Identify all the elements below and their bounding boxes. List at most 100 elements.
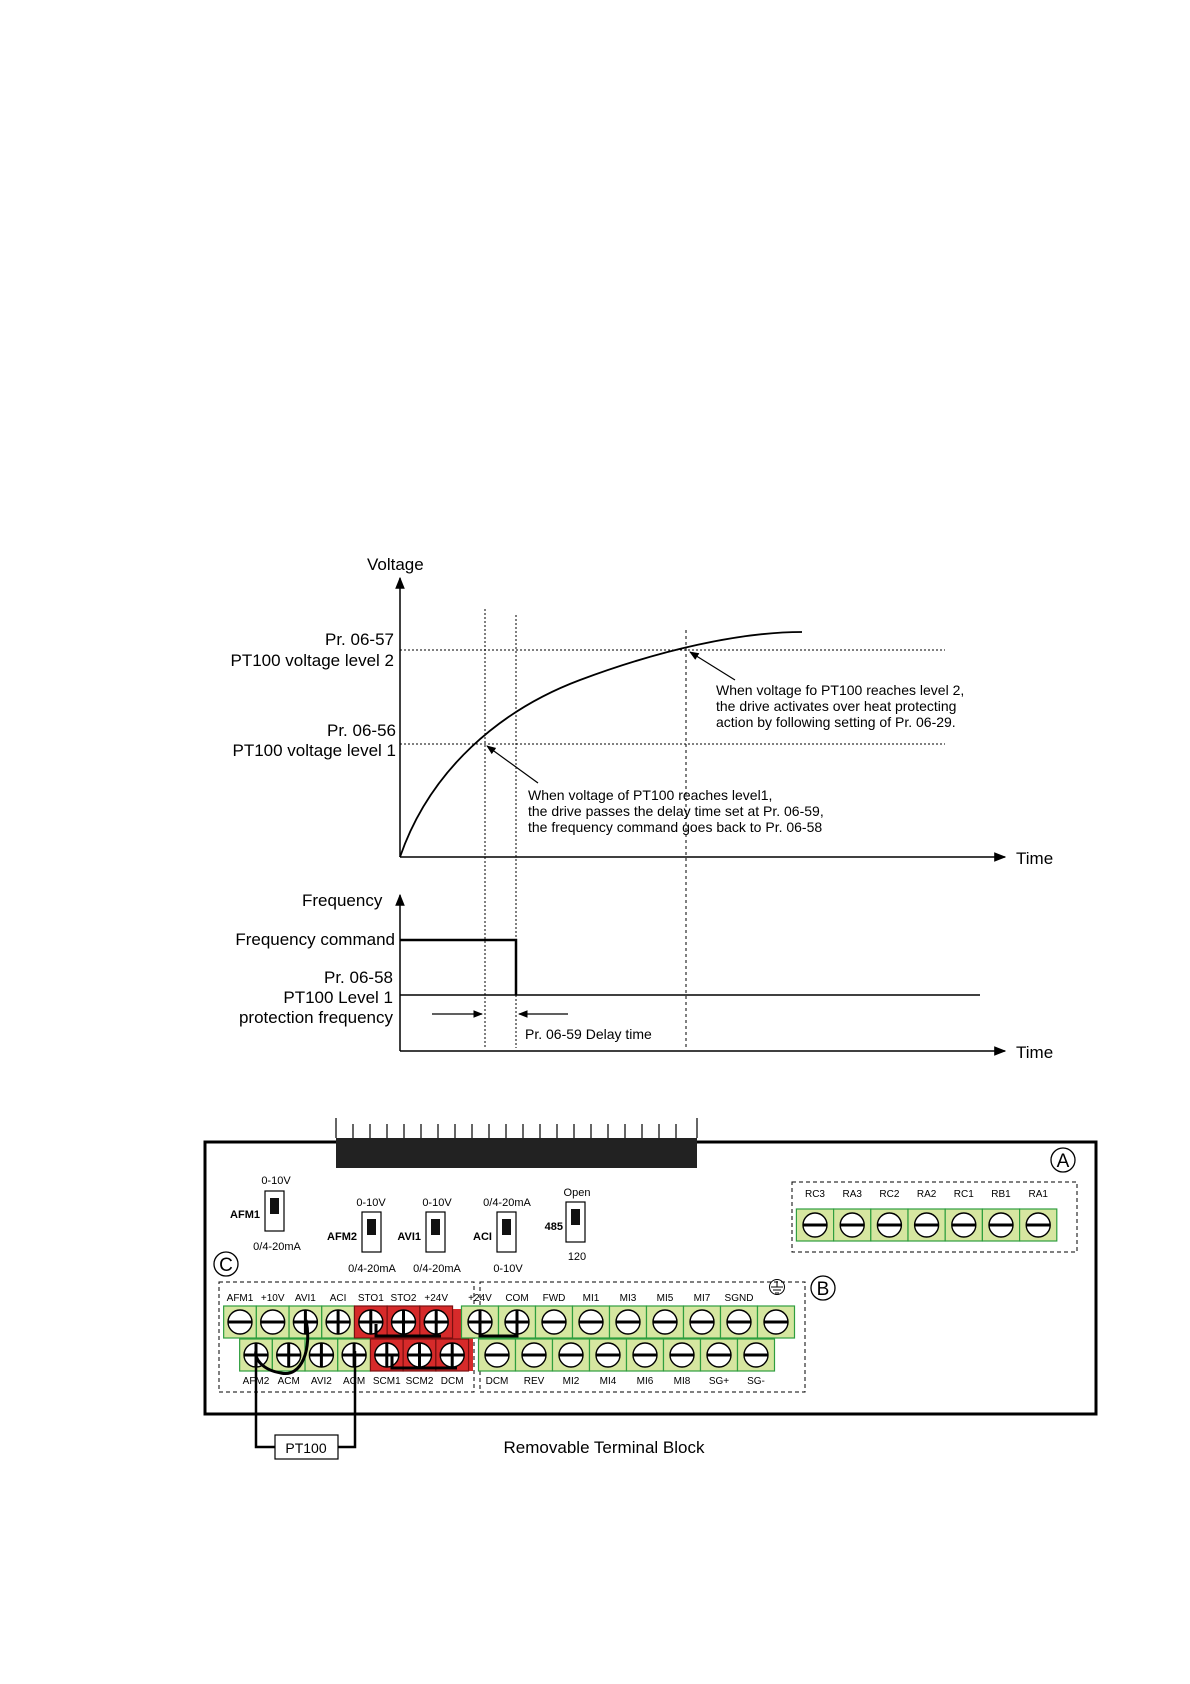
- switch-485-slider: [571, 1209, 580, 1225]
- terminal-screw[interactable]: [870, 1208, 909, 1242]
- terminal-screw[interactable]: [944, 1208, 984, 1242]
- terminal-screw[interactable]: [832, 1208, 872, 1242]
- terminal-screw[interactable]: [1018, 1208, 1058, 1242]
- switch-aci-top: 0/4-20mA: [483, 1197, 531, 1209]
- terminal-label: AFM1: [227, 1293, 254, 1304]
- terminal-label: AVI2: [311, 1376, 332, 1387]
- frequency-axis-label: Frequency: [302, 891, 383, 910]
- terminal-label: DCM: [486, 1376, 509, 1387]
- terminal-screw[interactable]: [981, 1208, 1021, 1242]
- delay-label: Pr. 06-59 Delay time: [525, 1026, 652, 1042]
- terminal-screw[interactable]: [645, 1305, 685, 1339]
- terminal-label: STO2: [391, 1293, 417, 1304]
- terminal-screw[interactable]: [719, 1305, 759, 1339]
- switch-avi1-slider: [431, 1219, 440, 1235]
- terminal-screw[interactable]: [271, 1338, 306, 1372]
- voltage-curve: [399, 631, 803, 858]
- switch-avi1-name: AVI1: [397, 1231, 421, 1243]
- pt100-sensor-box: [274, 1434, 339, 1460]
- terminal-screw[interactable]: [304, 1338, 339, 1372]
- terminal-label: MI5: [657, 1293, 674, 1304]
- terminal-board: [203, 1140, 1098, 1416]
- terminal-screw[interactable]: [795, 1208, 835, 1242]
- terminal-screw[interactable]: [551, 1338, 591, 1372]
- terminal-screw[interactable]: [608, 1305, 648, 1339]
- terminal-screw[interactable]: [534, 1305, 574, 1339]
- jumper-24v-com: [478, 1318, 519, 1338]
- switch-afm2-bottom: 0/4-20mA: [348, 1263, 396, 1275]
- level1-pr: Pr. 06-56: [327, 721, 396, 740]
- terminal-block-caption: Removable Terminal Block: [504, 1438, 705, 1457]
- terminal-screw[interactable]: [369, 1338, 404, 1372]
- terminal-label: FWD: [543, 1293, 566, 1304]
- switch-avi1-top: 0-10V: [422, 1197, 452, 1209]
- terminal-screw[interactable]: [419, 1305, 454, 1339]
- terminal-label: AVI1: [295, 1293, 316, 1304]
- terminal-label: RC2: [879, 1189, 899, 1200]
- terminal-screw[interactable]: [321, 1305, 356, 1339]
- terminal-label: RA2: [917, 1189, 937, 1200]
- terminal-label: RA3: [842, 1189, 862, 1200]
- terminal-label: MI7: [694, 1293, 711, 1304]
- protect-pr: Pr. 06-58: [324, 968, 393, 987]
- terminal-screw[interactable]: [386, 1305, 421, 1339]
- terminal-screw[interactable]: [588, 1338, 628, 1372]
- region-a-marker: [1050, 1147, 1076, 1173]
- terminal-screw[interactable]: [477, 1338, 517, 1372]
- terminal-screw[interactable]: [402, 1338, 437, 1372]
- c-bottom-screws: [239, 1338, 470, 1372]
- terminal-label: ACM: [278, 1376, 300, 1387]
- frequency-time-label: Time: [1016, 1043, 1053, 1062]
- terminal-screw[interactable]: [625, 1338, 665, 1372]
- terminal-screw[interactable]: [514, 1338, 554, 1372]
- relay-screws: [795, 1208, 1058, 1242]
- switch-485-bottom: 120: [568, 1251, 586, 1263]
- terminal-label: SG-: [747, 1376, 765, 1387]
- switch-aci[interactable]: 0/4-20mA ACI 0-10V: [473, 1197, 531, 1275]
- terminal-label: +24V: [468, 1293, 492, 1304]
- terminal-screw[interactable]: [736, 1338, 776, 1372]
- note-level2: When voltage fo PT100 reaches level 2, t…: [716, 682, 968, 730]
- terminal-screw[interactable]: [756, 1305, 796, 1339]
- c-top-screws: [223, 1305, 454, 1339]
- connector-pins: [335, 1118, 698, 1138]
- terminal-label: RC3: [805, 1189, 825, 1200]
- voltage-time-label: Time: [1016, 849, 1053, 868]
- terminal-screw[interactable]: [337, 1338, 372, 1372]
- terminal-screw[interactable]: [682, 1305, 722, 1339]
- frequency-command-line: [400, 938, 518, 995]
- switch-afm1-name: AFM1: [230, 1209, 260, 1221]
- terminal-label: DCM: [441, 1376, 464, 1387]
- terminal-screw[interactable]: [699, 1338, 739, 1372]
- terminal-screw[interactable]: [255, 1305, 290, 1339]
- switch-avi1[interactable]: 0-10V AVI1 0/4-20mA: [397, 1197, 461, 1275]
- terminal-label: COM: [505, 1293, 528, 1304]
- terminal-screw[interactable]: [435, 1338, 470, 1372]
- switch-aci-bottom: 0-10V: [493, 1263, 523, 1275]
- terminal-label: RA1: [1028, 1189, 1048, 1200]
- region-c-marker: [213, 1251, 239, 1277]
- terminal-screw[interactable]: [907, 1208, 946, 1242]
- switch-485[interactable]: Open 485 120: [545, 1187, 591, 1263]
- region-a-letter: A: [1057, 1151, 1070, 1172]
- terminal-label: SCM2: [406, 1376, 434, 1387]
- switch-afm2-slider: [367, 1219, 376, 1235]
- terminal-screw[interactable]: [353, 1305, 388, 1339]
- switch-afm1[interactable]: 0-10V AFM1 0/4-20mA: [230, 1175, 301, 1253]
- terminal-screw[interactable]: [662, 1338, 702, 1372]
- jumper-scm1-scm2: [390, 1356, 457, 1370]
- voltage-axis-label: Voltage: [367, 555, 424, 574]
- switch-aci-slider: [502, 1219, 511, 1235]
- terminal-label: RC1: [954, 1189, 974, 1200]
- switch-afm2-top: 0-10V: [356, 1197, 386, 1209]
- terminal-label: RB1: [991, 1189, 1011, 1200]
- terminal-label: ACI: [330, 1293, 347, 1304]
- terminal-screw[interactable]: [571, 1305, 611, 1339]
- jumper-avi1-afm2: [254, 1319, 310, 1375]
- terminal-screw[interactable]: [223, 1305, 257, 1339]
- switch-afm2[interactable]: 0-10V AFM2 0/4-20mA: [327, 1197, 396, 1275]
